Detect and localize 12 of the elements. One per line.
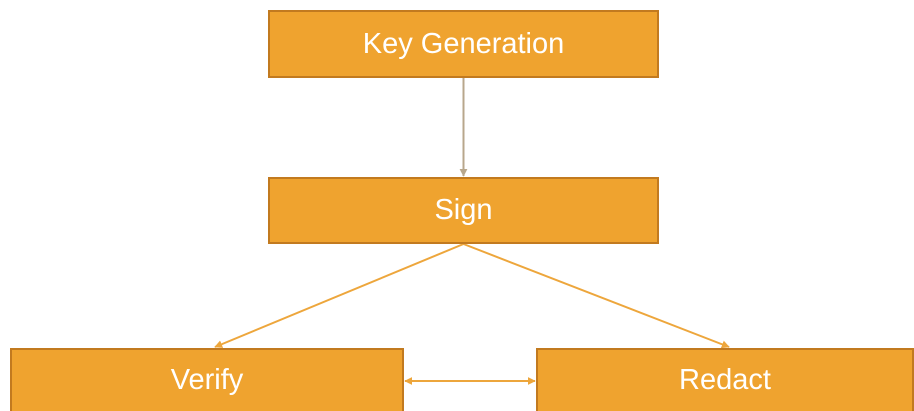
- arrow: [460, 78, 468, 177]
- process-box: [268, 177, 659, 244]
- box-label: Sign: [434, 194, 493, 227]
- arrow: [404, 377, 536, 385]
- arrow: [463, 243, 730, 348]
- box-label: Verify: [170, 364, 244, 397]
- process-box: [536, 348, 914, 411]
- process-box: [268, 10, 659, 78]
- arrow: [214, 243, 464, 348]
- box-label: Key Generation: [362, 28, 564, 60]
- box-label: Redact: [679, 364, 771, 397]
- process-box: [10, 348, 404, 411]
